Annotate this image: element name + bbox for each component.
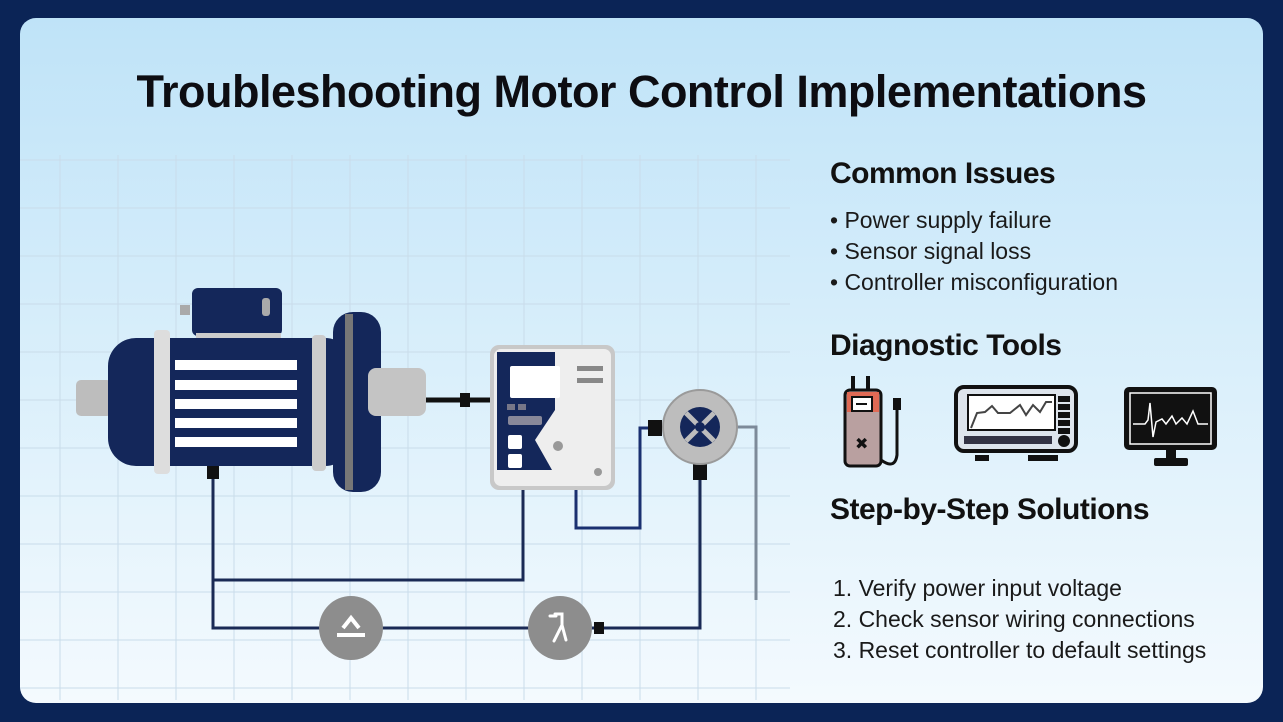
svg-text:✖: ✖ bbox=[855, 434, 868, 453]
wiring bbox=[211, 397, 758, 630]
issue-item: • Controller misconfiguration bbox=[830, 269, 1119, 295]
switch-icon bbox=[528, 596, 592, 660]
sensor-icon bbox=[662, 389, 738, 465]
page-title: Troubleshooting Motor Control Implementa… bbox=[136, 66, 1147, 117]
controller-icon bbox=[490, 345, 615, 490]
motor-icon bbox=[76, 288, 426, 492]
monitor-waveform-icon bbox=[1124, 387, 1217, 466]
solution-step: 3. Reset controller to default settings bbox=[833, 637, 1207, 663]
solution-step: 2. Check sensor wiring connections bbox=[833, 606, 1195, 632]
diagnostic-tools-heading: Diagnostic Tools bbox=[830, 329, 1062, 362]
issue-item: • Sensor signal loss bbox=[830, 238, 1032, 264]
solutions-heading: Step-by-Step Solutions bbox=[830, 493, 1150, 526]
solution-step: 1. Verify power input voltage bbox=[833, 575, 1122, 601]
eject-icon bbox=[319, 596, 383, 660]
common-issues-heading: Common Issues bbox=[830, 157, 1056, 190]
issue-item: • Power supply failure bbox=[830, 207, 1052, 233]
oscilloscope-icon bbox=[954, 385, 1078, 461]
multimeter-icon: ✖ bbox=[843, 376, 901, 468]
